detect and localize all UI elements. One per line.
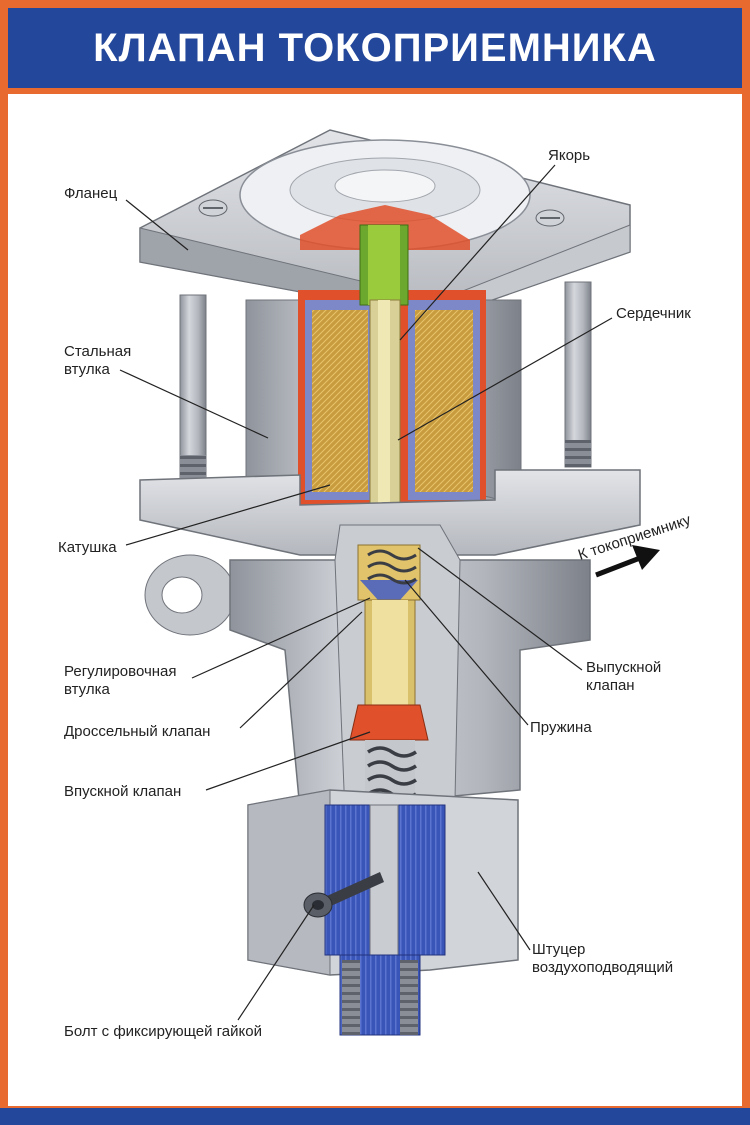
label-steel-sleeve-1: Стальная: [64, 343, 131, 360]
header-band: КЛАПАН ТОКОПРИЕМНИКА: [8, 8, 742, 88]
leader-fitting: [477, 871, 531, 951]
label-fitting-1: Штуцер: [532, 941, 585, 958]
flange-screw-left: [198, 199, 228, 217]
coil-winding-right: [415, 310, 473, 492]
label-fitting-2: воздухоподводящий: [532, 959, 673, 976]
label-inlet-valve: Впускной клапан: [64, 783, 181, 800]
fixing-bolt: [303, 872, 384, 918]
leader-coil: [125, 484, 331, 546]
throttle-valve: [349, 704, 429, 741]
air-fitting: [247, 789, 519, 1036]
label-throttle-valve: Дроссельный клапан: [64, 723, 210, 740]
spring-upper: [367, 549, 417, 585]
tie-rod-left: [179, 294, 207, 486]
armature: [359, 224, 409, 306]
leader-bolt: [237, 904, 315, 1021]
coil-winding-left: [312, 310, 368, 492]
label-adjusting-sleeve-1: Регулировочная: [64, 663, 177, 680]
page-title: КЛАПАН ТОКОПРИЕМНИКА: [93, 25, 657, 70]
leader-lines: [119, 164, 613, 1021]
leader-inlet-valve: [205, 731, 371, 791]
leader-core: [397, 317, 613, 441]
label-outlet-valve-1: Выпускной: [586, 659, 661, 676]
label-core: Сердечник: [616, 305, 691, 322]
outlet-valve: [357, 544, 421, 601]
label-armature: Якорь: [548, 147, 590, 164]
leader-steel-sleeve: [119, 369, 269, 439]
label-flange: Фланец: [64, 185, 118, 202]
label-spring: Пружина: [530, 719, 592, 736]
footer-band: [0, 1108, 750, 1125]
flange-screw-right: [535, 209, 565, 227]
leader-adjusting-sleeve: [191, 597, 371, 679]
label-outlet-valve-2: клапан: [586, 677, 635, 694]
tie-rod-right: [564, 281, 592, 468]
label-coil: Катушка: [58, 539, 117, 556]
leader-armature: [399, 164, 556, 341]
adjusting-sleeve: [364, 599, 416, 706]
leader-throttle-valve: [239, 611, 363, 729]
core: [369, 299, 401, 516]
leader-flange: [125, 199, 189, 251]
label-adjusting-sleeve-2: втулка: [64, 681, 110, 698]
label-steel-sleeve-2: втулка: [64, 361, 110, 378]
leader-outlet-valve: [417, 547, 583, 671]
label-bolt: Болт с фиксирующей гайкой: [64, 1023, 262, 1040]
lower-plate: [139, 469, 641, 556]
pantograph-arrow-icon: [595, 545, 660, 578]
leader-spring: [404, 579, 529, 726]
